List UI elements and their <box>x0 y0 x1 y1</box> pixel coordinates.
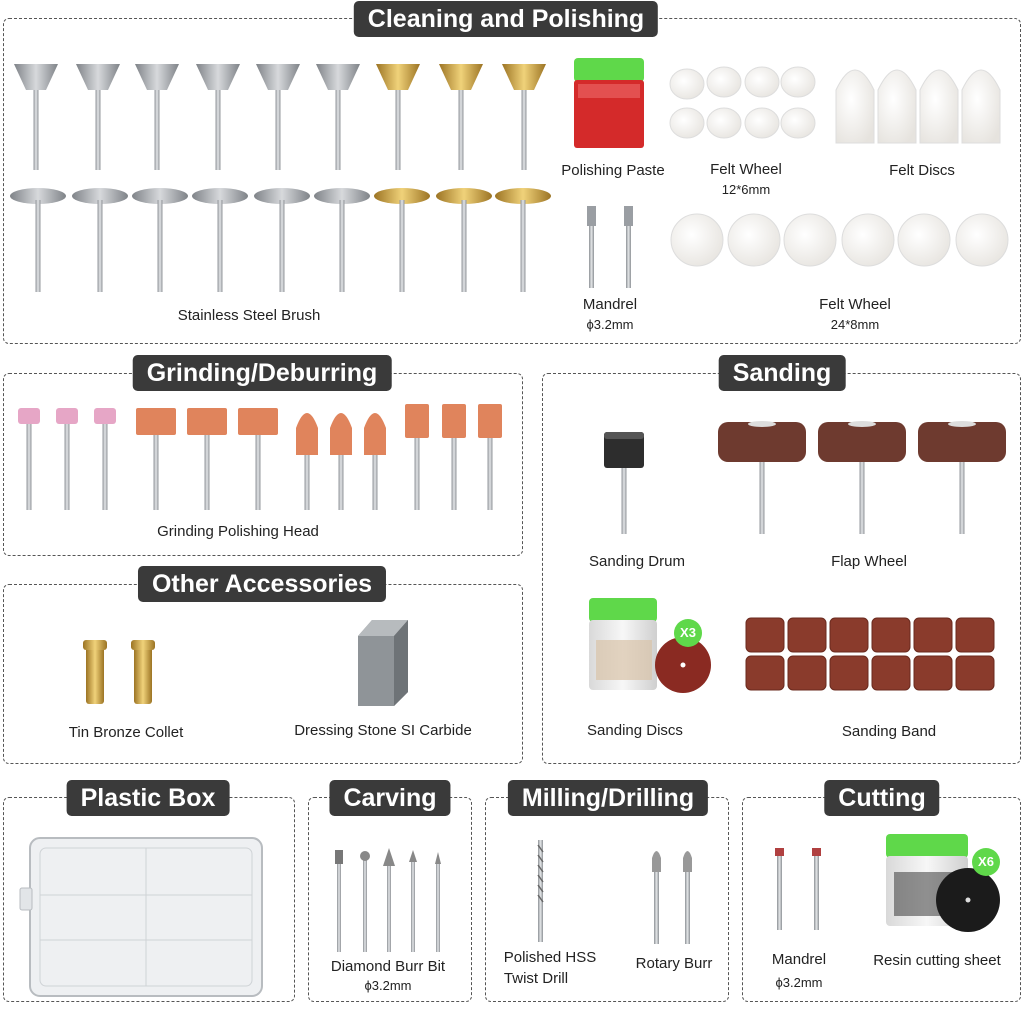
sanding-bands <box>745 617 995 691</box>
mandrels-cleaning <box>587 206 633 288</box>
resin-cutting-jar <box>886 834 1000 932</box>
cup-brushes-steel <box>14 64 360 170</box>
small-felt-wheels <box>669 66 816 139</box>
label-resin-cutting: Resin cutting sheet <box>873 952 1001 969</box>
mandrels-cutting <box>775 848 821 930</box>
plastic-box-title: Plastic Box <box>66 780 230 816</box>
label-mandrel-cleaning-size: ϕ3.2mm <box>586 317 634 332</box>
label-sanding-band: Sanding Band <box>841 723 937 740</box>
large-felt-wheels <box>670 213 1009 267</box>
twist-drill <box>537 840 544 942</box>
cutting-title: Cutting <box>824 780 940 816</box>
label-drill-line1: Polished HSS <box>503 949 597 966</box>
label-mandrel-cleaning: Mandrel <box>582 296 638 313</box>
cleaning-title: Cleaning and Polishing <box>353 1 659 37</box>
label-flap-wheel: Flap Wheel <box>831 553 907 570</box>
label-felt-wheel-small: Felt Wheel <box>710 161 782 178</box>
label-grinding-head: Grinding Polishing Head <box>157 523 319 540</box>
sanding-discs-jar <box>589 598 711 693</box>
other-title: Other Accessories <box>137 566 387 602</box>
label-sanding-discs: Sanding Discs <box>587 722 683 739</box>
flap-wheels <box>718 421 1006 534</box>
sanding-title: Sanding <box>718 355 846 391</box>
cup-brushes-brass <box>376 64 546 170</box>
polishing-paste-jar <box>574 58 644 148</box>
label-felt-wheel-large-size: 24*8mm <box>830 317 880 332</box>
label-sanding-drum: Sanding Drum <box>589 553 685 570</box>
label-steel-brush: Stainless Steel Brush <box>177 307 321 324</box>
label-mandrel-cutting-size: ϕ3.2mm <box>775 975 823 990</box>
label-dressing-stone: Dressing Stone SI Carbide <box>294 722 472 739</box>
wheel-brushes <box>10 188 551 292</box>
grinding-heads <box>18 404 502 510</box>
label-diamond-burr-size: ϕ3.2mm <box>364 978 412 993</box>
label-drill-line2: Twist Drill <box>503 970 569 987</box>
carving-bits <box>335 848 441 952</box>
label-felt-wheel-small-size: 12*6mm <box>721 182 771 197</box>
grinding-title: Grinding/Deburring <box>132 355 392 391</box>
felt-cones <box>835 69 1001 144</box>
label-felt-wheel-large: Felt Wheel <box>819 296 891 313</box>
label-rotary-burr: Rotary Burr <box>635 955 713 972</box>
label-mandrel-cutting: Mandrel <box>771 951 827 968</box>
label-collet: Tin Bronze Collet <box>68 724 184 741</box>
milling-title: Milling/Drilling <box>507 780 709 816</box>
dressing-stone <box>358 620 408 706</box>
carving-title: Carving <box>329 780 451 816</box>
sanding-drum <box>604 432 644 534</box>
collets <box>83 640 155 704</box>
rotary-burrs <box>652 851 692 944</box>
label-diamond-burr: Diamond Burr Bit <box>330 958 446 975</box>
plastic-box-art <box>19 837 263 997</box>
resin-count-badge: X6 <box>978 854 994 869</box>
label-polishing-paste: Polishing Paste <box>561 162 665 179</box>
label-felt-discs: Felt Discs <box>889 162 955 179</box>
sanding-discs-count-badge: X3 <box>680 625 696 640</box>
